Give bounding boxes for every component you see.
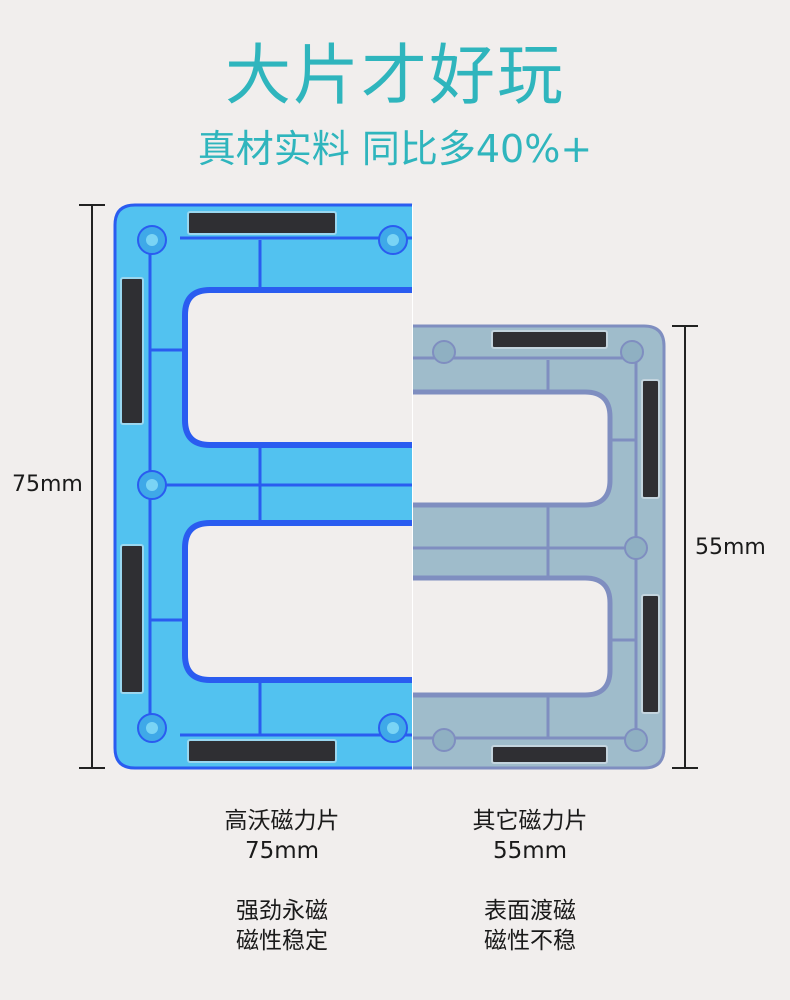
left-caption-feature-2: 磁性稳定: [236, 928, 328, 954]
right-caption-name: 其它磁力片: [472, 808, 588, 834]
page-title: 大片才好玩: [225, 37, 565, 114]
left-dimension-bar: [79, 204, 105, 769]
left-dimension-label: 75mm: [12, 472, 83, 497]
left-caption: 高沃磁力片 75mm 强劲永磁 磁性稳定: [182, 806, 382, 956]
right-caption-feature-1: 表面渡磁: [484, 898, 576, 924]
right-caption-feature-2: 磁性不稳: [484, 928, 576, 954]
right-caption: 其它磁力片 55mm 表面渡磁 磁性不稳: [430, 806, 630, 956]
left-caption-feature-1: 强劲永磁: [236, 898, 328, 924]
left-caption-name: 高沃磁力片: [224, 808, 340, 834]
right-caption-size: 55mm: [492, 838, 568, 864]
right-dimension-bar: [672, 325, 698, 769]
page-subtitle: 真材实料 同比多40%+: [197, 127, 593, 171]
left-caption-size: 75mm: [244, 838, 320, 864]
right-dimension-label: 55mm: [695, 535, 766, 560]
large-magnetic-tile: [113, 203, 412, 770]
small-magnetic-tile: [413, 324, 666, 770]
